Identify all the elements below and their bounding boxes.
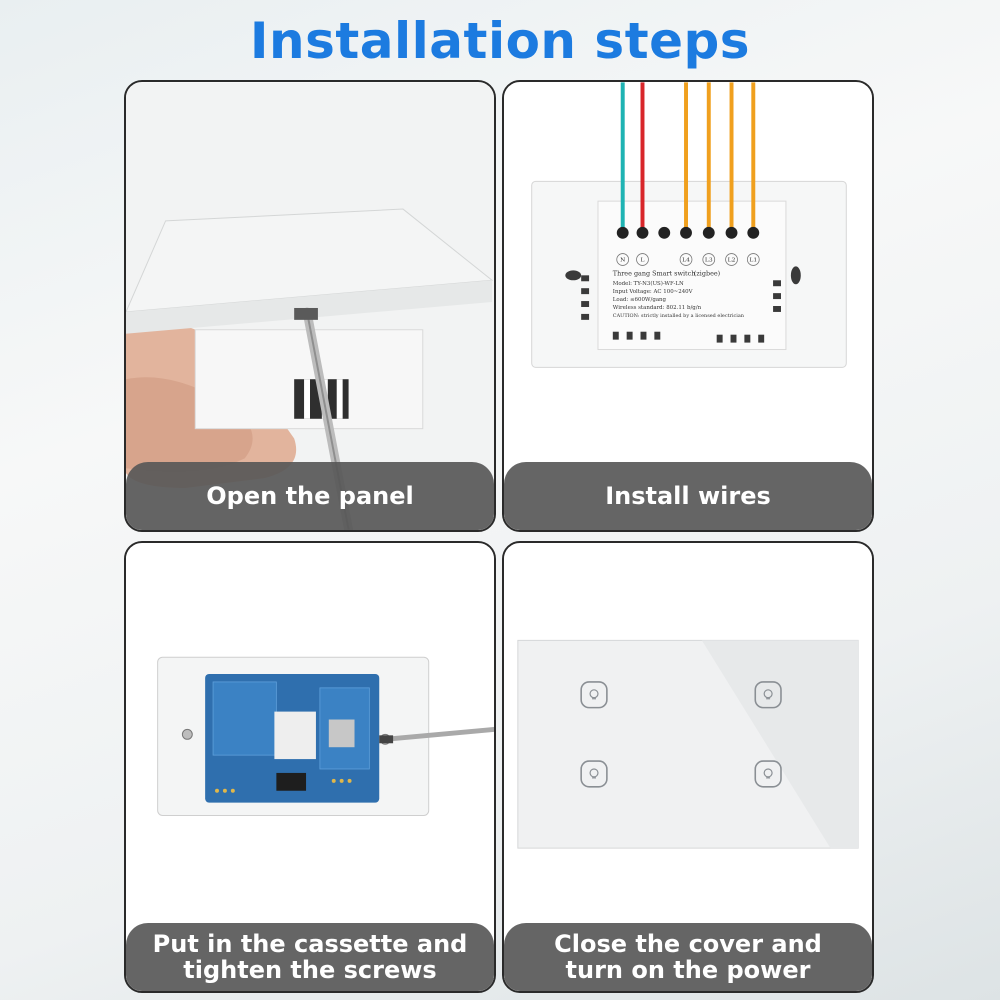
step-caption-text: Put in the cassette and tighten the scre… [152,930,468,984]
step-card-open-panel: Open the panel [124,80,496,532]
terminal-label: L1 [749,256,757,263]
step-caption-text: Open the panel [206,482,414,510]
open-panel-illustration [126,82,494,530]
step-caption-text: Install wires [605,482,771,510]
insert-cassette-illustration [126,543,494,991]
touch-button-icon [580,681,608,709]
terminal-label: L [641,256,645,263]
label-line-4: Load: ≤600W/gang [613,297,667,303]
step-caption: Put in the cassette and tighten the scre… [126,923,494,991]
touch-button-icon [754,681,782,709]
label-line-3: Input Voltage: AC 100~240V [613,289,693,295]
step-card-close-cover: Close the cover and turn on the power [502,541,874,993]
terminal-label: L4 [682,256,690,263]
label-line-1: Three gang Smart switch [613,269,696,277]
step-card-install-wires: N L L4 L3 L2 L1 Three gang Smart switch … [502,80,874,532]
step-card-insert-cassette: Put in the cassette and tighten the scre… [124,541,496,993]
step-caption: Open the panel [126,462,494,530]
terminal-label: L2 [728,256,736,263]
close-cover-illustration [504,543,872,991]
terminal-label: L3 [705,256,713,263]
label-line-6: CAUTION: strictly installed by a license… [613,313,745,319]
touch-button-icon [580,760,608,788]
step-caption-text: Close the cover and turn on the power [554,930,822,984]
step-caption: Close the cover and turn on the power [504,923,872,991]
step-caption: Install wires [504,462,872,530]
label-line-5: Wireless standard: 802.11 b/g/n [613,305,702,311]
install-wires-illustration: N L L4 L3 L2 L1 Three gang Smart switch … [504,82,872,530]
terminal-label: N [620,256,625,263]
touch-button-icon [754,760,782,788]
label-line-1b: (zigbee) [694,269,720,277]
page-title: Installation steps [249,12,751,70]
label-line-2: Model: TY-N3(US)-WF-LN [613,280,684,287]
